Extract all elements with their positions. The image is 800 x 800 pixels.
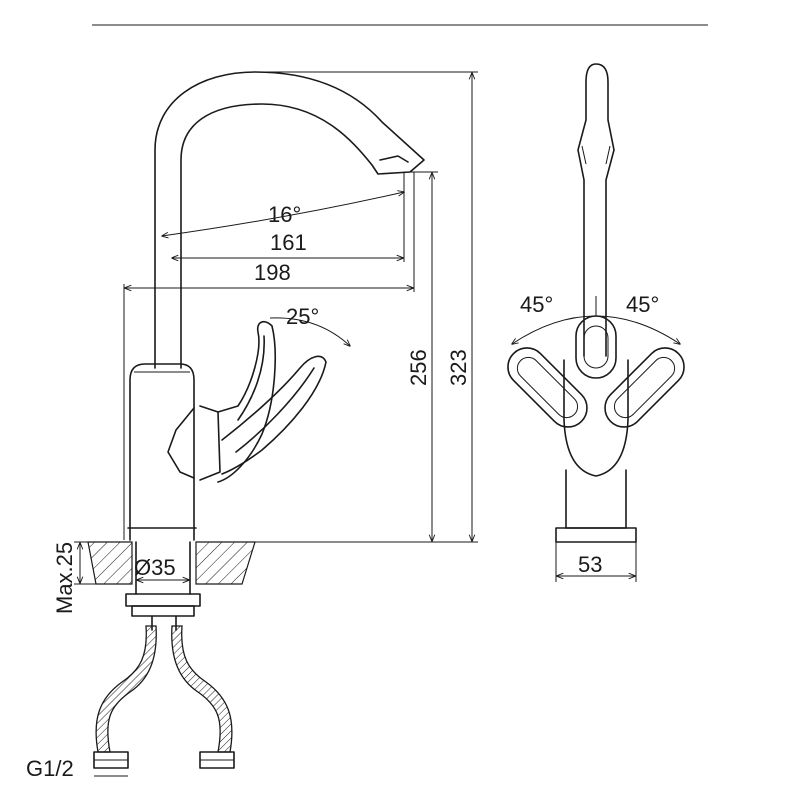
dim-max25-label: Max.25 (52, 542, 77, 614)
dim-256-label: 256 (406, 349, 431, 386)
dim-161-label: 161 (270, 230, 307, 255)
dim-45-left-label: 45° (520, 292, 553, 317)
side-spout (577, 63, 615, 357)
side-body (563, 359, 629, 477)
lever-closed-inner (237, 335, 265, 421)
cartridge-cap (199, 405, 221, 481)
dim-45-right-label: 45° (626, 292, 659, 317)
dim-323-label: 323 (446, 349, 471, 386)
lever-open (221, 355, 327, 475)
spout-tip (379, 155, 409, 163)
lever-closed (217, 320, 276, 483)
spout (154, 71, 425, 369)
dim-16-label: 16° (268, 202, 301, 227)
side-dimensions: 45° 45° 53 (512, 292, 680, 582)
side-lever-right (604, 347, 685, 428)
hose-right (171, 625, 233, 753)
hose-left (95, 625, 157, 753)
dim-g12-label: G1/2 (26, 756, 74, 781)
front-dimensions: 16° 161 198 25° 256 323 Ø35 Max.25 G1/2 (26, 71, 478, 781)
side-lever-knob-inner (583, 325, 609, 369)
worktop-section (87, 541, 133, 585)
side-body-lower (565, 469, 627, 529)
dim-25-arc (269, 317, 350, 346)
dim-25-label: 25° (286, 304, 319, 329)
worktop-section-right (195, 541, 256, 585)
cartridge-housing (167, 407, 195, 479)
dim-53-label: 53 (578, 552, 602, 577)
dim-16-arc (162, 192, 404, 236)
side-lever-left (507, 347, 588, 428)
side-base (555, 527, 637, 543)
dim-35-label: Ø35 (134, 555, 176, 580)
mount-washer (125, 593, 201, 607)
side-view (507, 63, 685, 543)
faucet-body (129, 363, 195, 541)
side-spout-tip (581, 145, 611, 165)
front-view (87, 71, 425, 769)
mount-nut (131, 605, 195, 617)
dim-198-label: 198 (254, 260, 291, 285)
dim-45-arc (512, 315, 680, 344)
side-lever-knob (575, 315, 617, 379)
lever-open-inner (235, 367, 315, 453)
